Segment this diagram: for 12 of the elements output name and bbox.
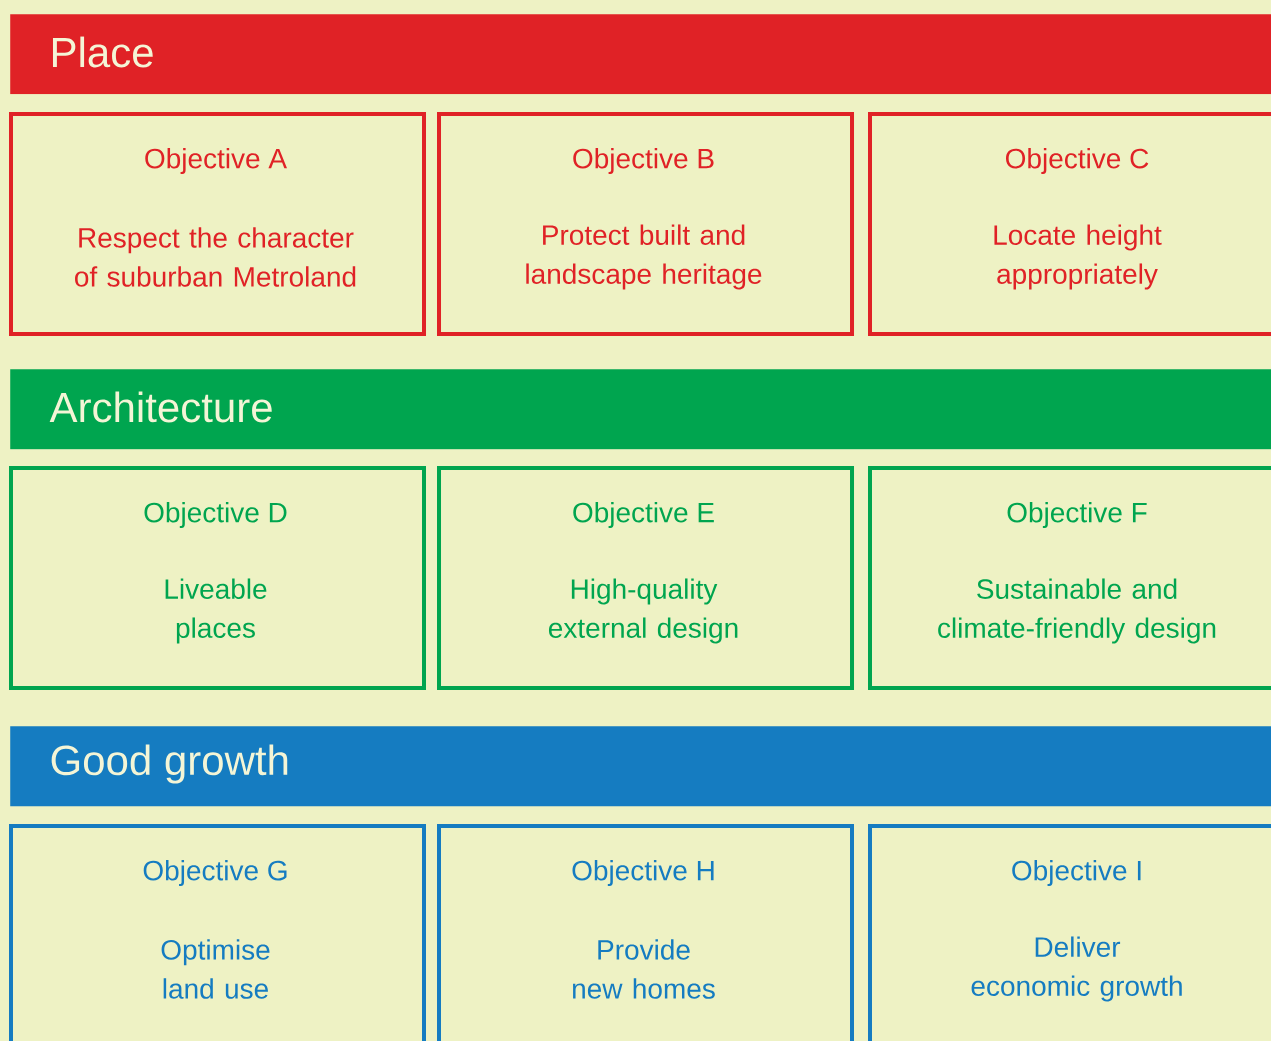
objective-box: Objective A Respect the character of suburban Metroland — [9, 112, 426, 336]
objective-box: Objective D Liveable places — [9, 466, 426, 690]
objective-box: Objective H Provide new homes — [437, 824, 854, 1041]
objective-box: Objective I Deliver economic growth — [868, 824, 1271, 1041]
objective-box: Objective E High-quality external design — [437, 466, 854, 690]
objective-box: Objective C Locate height appropriately — [868, 112, 1271, 336]
section-band: Good growth — [10, 726, 1271, 807]
objective-box: Objective G Optimise land use — [9, 824, 426, 1041]
section-band: Architecture — [10, 369, 1271, 450]
objective-box: Objective F Sustainable and climate-friendly design — [868, 466, 1271, 690]
objective-box: Objective B Protect built and landscape heritage — [437, 112, 854, 336]
section-band: Place — [10, 14, 1271, 95]
